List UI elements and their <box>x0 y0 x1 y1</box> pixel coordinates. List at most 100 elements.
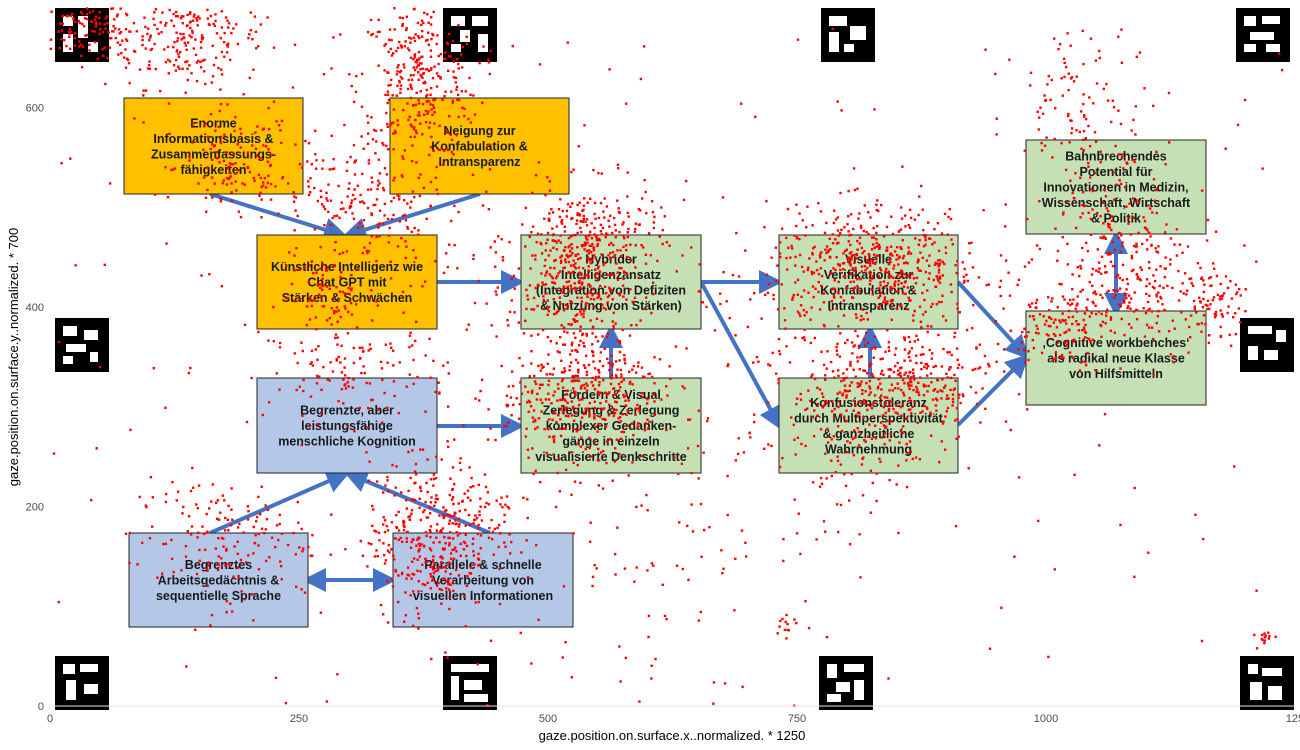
gaze-point <box>142 94 145 97</box>
gaze-point <box>599 201 603 205</box>
gaze-point <box>585 224 589 227</box>
gaze-point <box>500 238 503 241</box>
gaze-point <box>404 219 408 222</box>
gaze-point <box>899 272 903 275</box>
gaze-point <box>316 374 319 378</box>
gaze-point <box>1045 319 1048 323</box>
gaze-point <box>589 261 592 265</box>
gaze-point <box>795 203 798 206</box>
gaze-point <box>547 379 551 382</box>
gaze-point <box>926 407 929 410</box>
gaze-point <box>403 199 406 202</box>
gaze-point <box>570 287 573 290</box>
gaze-point <box>138 495 141 499</box>
gaze-point <box>1107 253 1110 256</box>
gaze-point <box>1038 200 1041 203</box>
gaze-point <box>571 270 574 274</box>
x-tick-label: 1000 <box>1034 713 1058 725</box>
gaze-point <box>573 375 576 378</box>
gaze-point <box>367 159 371 162</box>
gaze-point <box>562 427 565 430</box>
gaze-point <box>658 358 662 361</box>
gaze-point <box>546 313 549 317</box>
gaze-point <box>928 254 931 257</box>
gaze-point <box>360 105 364 108</box>
gaze-point <box>352 100 356 104</box>
gaze-point <box>847 215 850 218</box>
gaze-point <box>108 182 112 185</box>
gaze-point <box>842 252 845 255</box>
gaze-point <box>653 215 656 219</box>
gaze-point <box>431 579 434 582</box>
gaze-point <box>451 466 455 469</box>
gaze-point <box>727 363 730 366</box>
gaze-point <box>1002 307 1005 310</box>
gaze-point <box>846 257 849 260</box>
gaze-point <box>557 414 560 417</box>
gaze-point <box>418 548 421 551</box>
gaze-point <box>1073 338 1076 341</box>
gaze-point <box>366 142 370 145</box>
gaze-point <box>429 530 432 534</box>
gaze-point <box>429 565 432 568</box>
gaze-point <box>1081 203 1084 207</box>
gaze-point <box>450 90 453 93</box>
gaze-point <box>446 69 450 72</box>
gaze-point <box>585 373 589 377</box>
gaze-point <box>255 154 259 157</box>
gaze-point <box>317 345 320 348</box>
gaze-point <box>395 465 398 468</box>
gaze-point <box>1169 263 1172 266</box>
gaze-point <box>1072 80 1076 83</box>
gaze-point <box>368 296 371 299</box>
gaze-point <box>1000 606 1003 609</box>
gaze-point <box>398 195 401 198</box>
gaze-point <box>488 72 491 76</box>
gaze-point <box>527 410 530 413</box>
gaze-point <box>853 188 857 192</box>
gaze-point <box>619 437 623 440</box>
gaze-point <box>1068 351 1072 354</box>
gaze-point <box>430 657 433 661</box>
gaze-point <box>1188 277 1191 280</box>
gaze-point <box>405 540 408 543</box>
gaze-point <box>864 402 867 405</box>
gaze-point <box>446 405 450 408</box>
gaze-point <box>971 368 974 372</box>
gaze-point <box>149 476 153 479</box>
gaze-point <box>725 300 728 303</box>
gaze-point <box>457 23 460 27</box>
gaze-point <box>576 374 579 378</box>
gaze-point <box>1267 637 1271 640</box>
box-visuelle-text: Intransparenz <box>828 299 910 313</box>
gaze-point <box>474 514 477 517</box>
gaze-point <box>601 364 605 368</box>
gaze-point <box>80 66 84 69</box>
gaze-point <box>1082 326 1086 329</box>
gaze-point <box>820 284 823 288</box>
gaze-point <box>545 270 549 273</box>
gaze-point <box>837 280 840 284</box>
gaze-point <box>1095 82 1099 85</box>
gaze-point <box>293 43 297 46</box>
gaze-point <box>1061 213 1065 216</box>
gaze-point <box>413 56 416 59</box>
gaze-point <box>70 30 73 33</box>
gaze-point <box>922 245 926 248</box>
gaze-point <box>336 343 339 346</box>
gaze-point <box>219 135 223 139</box>
gaze-point <box>685 179 688 183</box>
gaze-point <box>706 417 710 420</box>
gaze-point <box>347 310 350 314</box>
gaze-point <box>90 20 93 24</box>
gaze-point <box>880 369 884 373</box>
gaze-point <box>300 527 303 531</box>
gaze-point <box>1143 87 1146 90</box>
gaze-point <box>382 523 385 526</box>
gaze-point <box>430 496 433 499</box>
gaze-point <box>643 428 647 432</box>
gaze-point <box>543 264 546 268</box>
gaze-point <box>389 342 392 345</box>
gaze-point <box>559 336 562 339</box>
gaze-point <box>272 46 276 49</box>
